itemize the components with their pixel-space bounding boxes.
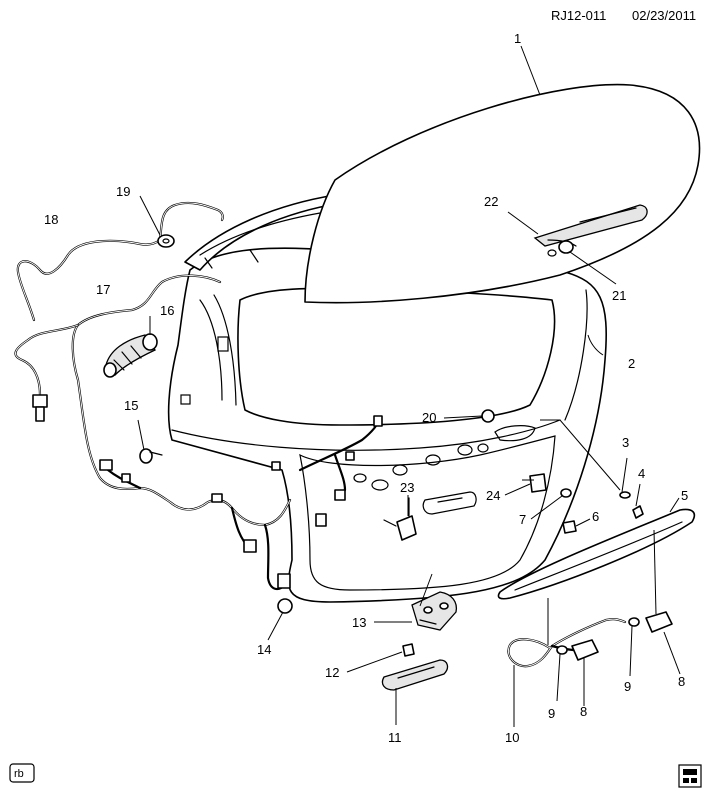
callout-7: 7 — [519, 512, 526, 527]
grommet-19 — [157, 234, 175, 248]
bumper-14 — [277, 598, 293, 614]
bumper-20 — [481, 409, 495, 423]
callout-1: 1 — [514, 31, 521, 46]
rear-window-glass — [304, 83, 701, 304]
callout-17: 17 — [96, 282, 110, 297]
callout-21: 21 — [612, 288, 626, 303]
callout-2: 2 — [628, 356, 635, 371]
bulb-socket-9a — [556, 645, 568, 655]
diagram-code: RJ12-011 — [551, 8, 606, 23]
callout-14: 14 — [257, 642, 271, 657]
callout-8b: 8 — [678, 674, 685, 689]
license-lamp-8b — [645, 611, 673, 633]
catalog-logo-icon — [678, 764, 702, 788]
bolt-4 — [632, 505, 644, 519]
wiring-harness-17 — [14, 274, 382, 591]
callout-12: 12 — [325, 665, 339, 680]
latch-13 — [411, 591, 458, 631]
liftgate-applique-5 — [497, 508, 696, 600]
callout-20: 20 — [422, 410, 436, 425]
callout-15: 15 — [124, 398, 138, 413]
callout-19: 19 — [116, 184, 130, 199]
callout-4: 4 — [638, 466, 645, 481]
clip-6 — [562, 520, 577, 534]
bumper-15 — [139, 448, 163, 464]
license-lamp-11 — [381, 659, 449, 691]
callout-24: 24 — [486, 488, 500, 503]
callout-11: 11 — [388, 730, 402, 745]
callout-labels: 1 2 3 4 5 6 7 8 8 9 9 10 11 12 13 14 15 … — [44, 31, 688, 745]
callout-22: 22 — [484, 194, 498, 209]
rb-badge-text: rb — [14, 768, 24, 780]
rb-badge: rb — [9, 763, 35, 783]
callout-5: 5 — [681, 488, 688, 503]
wiring-harness-18 — [16, 201, 224, 322]
callout-23: 23 — [400, 480, 414, 495]
bolt-7 — [560, 488, 572, 498]
callout-18: 18 — [44, 212, 58, 227]
callout-9b: 9 — [624, 679, 631, 694]
wiring-harness-10 — [507, 618, 627, 668]
callout-6: 6 — [592, 509, 599, 524]
diagram-date: 02/23/2011 — [632, 8, 696, 23]
license-lamp-8a — [571, 639, 599, 661]
wiper-pivot-cap — [547, 240, 574, 257]
release-switch-23 — [383, 497, 417, 541]
leader-lines — [137, 45, 681, 727]
callout-9a: 9 — [548, 706, 555, 721]
callout-16: 16 — [160, 303, 174, 318]
wiper-arm — [533, 204, 648, 247]
nut-3 — [619, 491, 631, 499]
callout-3: 3 — [622, 435, 629, 450]
bracket-24 — [529, 473, 547, 493]
callout-13: 13 — [352, 615, 366, 630]
harness-conduit-16 — [103, 333, 158, 378]
callout-10: 10 — [505, 730, 519, 745]
callout-8a: 8 — [580, 704, 587, 719]
bulb-socket-9b — [628, 617, 640, 627]
liftgate-panel — [167, 247, 607, 603]
harness-connectors — [32, 394, 383, 589]
bolt-12 — [402, 643, 415, 657]
